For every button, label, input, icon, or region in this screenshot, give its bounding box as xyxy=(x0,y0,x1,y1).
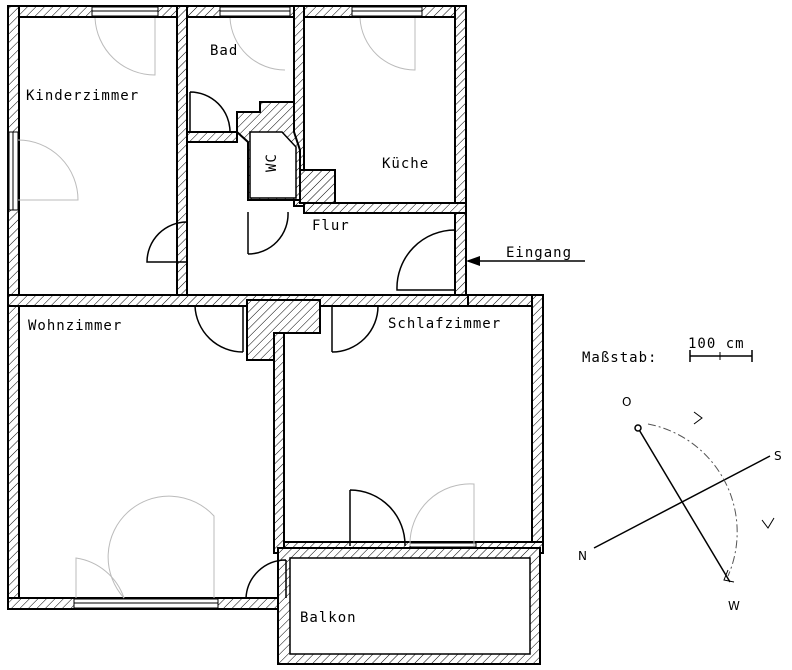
label-kueche: Küche xyxy=(382,156,429,172)
scale-value: 100 cm xyxy=(688,336,745,352)
label-balkon: Balkon xyxy=(300,610,357,626)
inner-walls xyxy=(7,5,541,665)
compass-s: S xyxy=(774,449,782,463)
doors xyxy=(146,91,456,599)
label-eingang: Eingang xyxy=(506,245,572,261)
label-kinderzimmer: Kinderzimmer xyxy=(26,88,139,104)
label-wc: WC xyxy=(264,153,280,172)
scale-label: Maßstab: xyxy=(582,350,657,366)
faint-door-swings xyxy=(17,17,475,599)
entrance-arrow xyxy=(466,256,585,266)
compass-n: N xyxy=(578,549,587,563)
label-schlafzimmer: Schlafzimmer xyxy=(388,316,501,332)
compass: O S N W xyxy=(578,395,782,613)
compass-o: O xyxy=(622,395,631,409)
label-flur: Flur xyxy=(312,218,350,234)
label-wohnzimmer: Wohnzimmer xyxy=(28,318,122,334)
scale-bar: Maßstab: 100 cm xyxy=(582,336,753,366)
label-bad: Bad xyxy=(210,43,238,59)
compass-w: W xyxy=(728,599,740,613)
